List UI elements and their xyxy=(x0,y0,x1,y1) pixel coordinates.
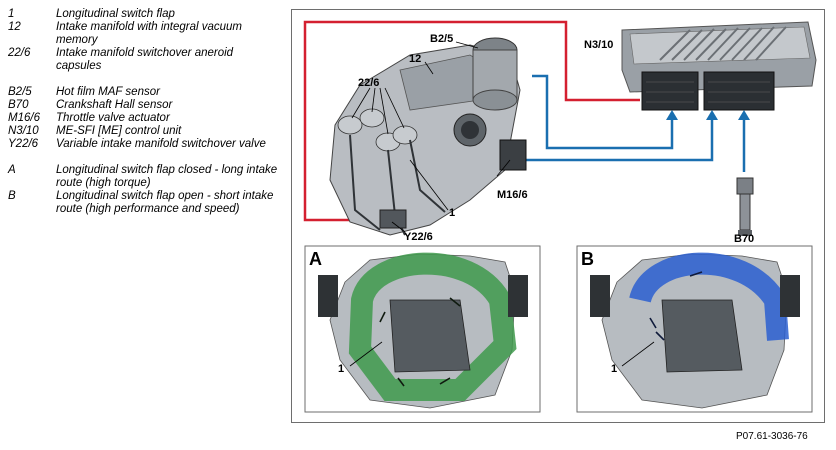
label-12: 12 xyxy=(409,53,421,65)
label-m16-6: M16/6 xyxy=(497,189,528,201)
label-b2-5: B2/5 xyxy=(430,33,453,45)
panel-b-letter: B xyxy=(581,249,594,269)
legend-key: 12 xyxy=(8,21,21,33)
legend-item: B70 Crankshaft Hall sensor xyxy=(8,99,278,112)
label-22-6: 22/6 xyxy=(358,77,379,89)
control-unit-n3-10 xyxy=(621,21,817,111)
legend-key: N3/10 xyxy=(8,125,39,137)
blue-arrowheads xyxy=(666,110,750,120)
legend-key: M16/6 xyxy=(8,112,40,124)
label-1-panel-a: 1 xyxy=(338,363,344,375)
legend-item: M16/6 Throttle valve actuator xyxy=(8,112,278,125)
panel-a-letter: A xyxy=(309,249,322,269)
legend-item: 22/6 Intake manifold switchover aneroid c… xyxy=(8,47,278,73)
legend-item: 12 Intake manifold with integral vacuum m… xyxy=(8,21,278,47)
legend-item: B2/5 Hot film MAF sensor xyxy=(8,86,278,99)
intake-manifold-illustration xyxy=(329,37,527,236)
legend-item: N3/10 ME-SFI [ME] control unit xyxy=(8,125,278,138)
label-b70: B70 xyxy=(734,233,754,245)
document-code: P07.61-3036-76 xyxy=(736,431,808,442)
legend-key: B2/5 xyxy=(8,86,32,98)
legend-key: Y22/6 xyxy=(8,138,39,150)
panel-b xyxy=(576,245,813,413)
legend-description: Longitudinal switch flap closed - long i… xyxy=(56,164,278,189)
panel-a xyxy=(304,245,541,413)
label-1-top: 1 xyxy=(449,207,455,219)
legend-key: B xyxy=(8,190,16,202)
legend-item: Y22/6 Variable intake manifold switchover… xyxy=(8,138,278,151)
legend-key: A xyxy=(8,164,16,176)
legend-key: 1 xyxy=(8,8,15,20)
legend-description: Intake manifold with integral vacuum mem… xyxy=(56,21,243,46)
legend-description: Crankshaft Hall sensor xyxy=(56,99,173,111)
crankshaft-sensor-b70 xyxy=(736,177,754,236)
legend-item: A Longitudinal switch flap closed - long … xyxy=(8,164,278,190)
label-1-panel-b: 1 xyxy=(611,363,617,375)
label-y22-6: Y22/6 xyxy=(404,231,433,243)
legend-item: B Longitudinal switch flap open - short i… xyxy=(8,190,278,216)
legend-description: ME-SFI [ME] control unit xyxy=(56,125,182,137)
red-signal-line xyxy=(303,20,640,222)
legend-description: Variable intake manifold switchover valv… xyxy=(56,138,266,150)
legend-description: Longitudinal switch flap xyxy=(56,8,175,20)
label-n3-10: N3/10 xyxy=(584,39,613,51)
legend-key: B70 xyxy=(8,99,29,111)
legend-description: Throttle valve actuator xyxy=(56,112,170,124)
legend-item: 1 Longitudinal switch flap xyxy=(8,8,278,21)
legend-key: 22/6 xyxy=(8,47,31,59)
blue-signal-lines xyxy=(526,74,746,172)
legend-description: Longitudinal switch flap open - short in… xyxy=(56,190,274,215)
legend-description: Intake manifold switchover aneroid capsu… xyxy=(56,47,234,72)
legend-description: Hot film MAF sensor xyxy=(56,86,160,98)
